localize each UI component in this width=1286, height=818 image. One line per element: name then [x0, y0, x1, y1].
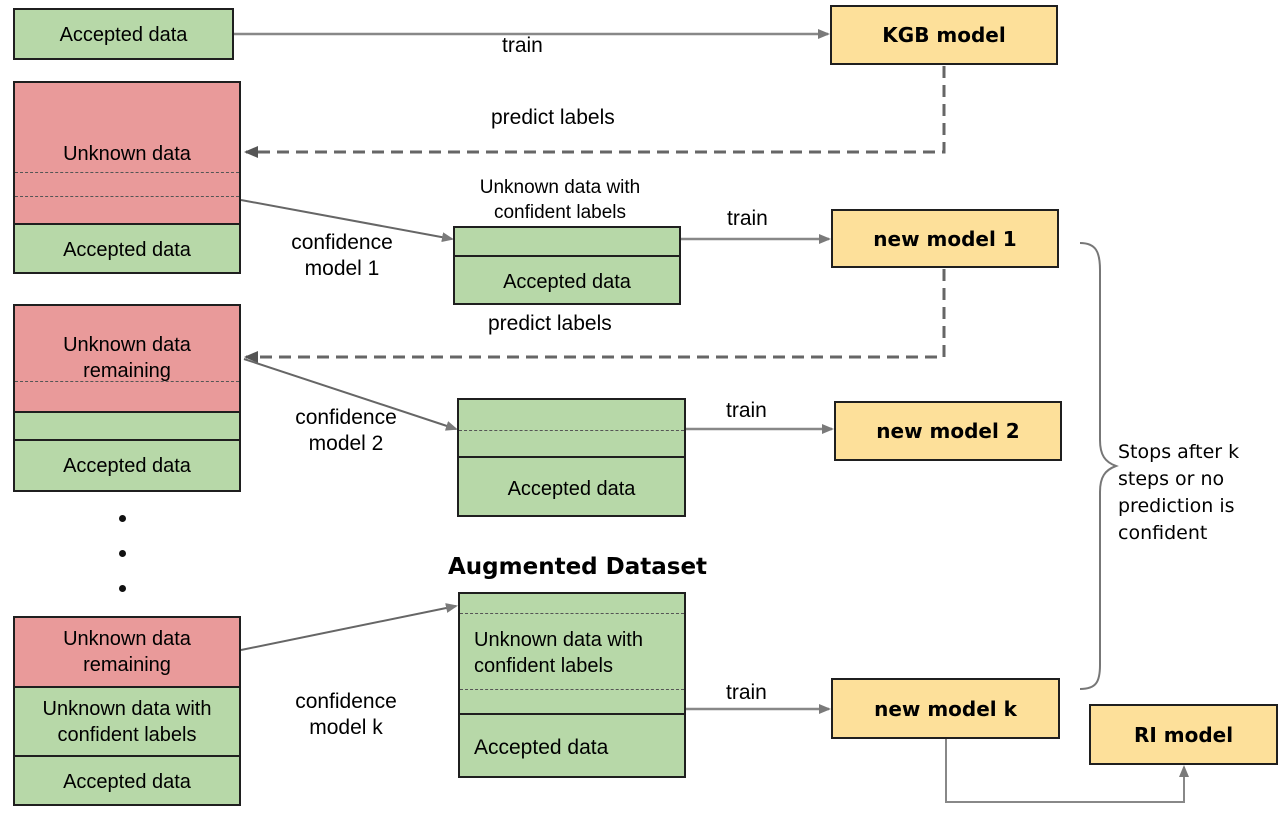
accepted-data-top: Accepted data — [13, 8, 234, 60]
ellipsis-dot — [119, 585, 126, 592]
unknown-data-stack-2: Unknown data remaining Accepted data — [13, 304, 241, 492]
training-set-2: Accepted data — [457, 398, 686, 517]
dashed-divider — [459, 430, 684, 431]
kgb-model: KGB model — [830, 5, 1058, 65]
arrow-confidence-1 — [240, 199, 454, 243]
accepted-data-k-label: Accepted data — [63, 771, 191, 793]
new-model-1-label: new model 1 — [873, 226, 1017, 251]
confident-labels-caption: Unknown data with confident labels — [479, 177, 641, 223]
edge-label-train-1: train — [727, 207, 768, 230]
accepted-data-top-label: Accepted data — [59, 24, 188, 46]
stop-condition-note: Stops after k steps or no prediction is … — [1118, 441, 1240, 544]
unknown-data-stack-k: Unknown data remaining Unknown data with… — [13, 616, 241, 806]
accepted-data-1-label: Accepted data — [63, 239, 191, 261]
edge-label-train-k: train — [726, 681, 767, 704]
edge-label-predict-1: predict labels — [491, 106, 615, 129]
training-set-1: Accepted data — [453, 226, 681, 305]
arrow-to-ri-model — [945, 739, 1189, 803]
new-model-2-label: new model 2 — [876, 419, 1020, 443]
arrow-predict-labels-1 — [244, 66, 946, 158]
edge-label-confidence-2: confidence model 2 — [295, 406, 397, 455]
accepted-data-2: Accepted data — [15, 439, 239, 490]
new-model-1: new model 1 — [831, 209, 1059, 268]
ri-model: RI model — [1089, 704, 1278, 765]
edge-label-train-top: train — [502, 34, 543, 57]
edge-label-predict-2: predict labels — [488, 312, 612, 335]
accepted-data-mid-1-label: Accepted data — [503, 271, 631, 293]
accepted-data-k: Accepted data — [15, 755, 239, 804]
unknown-data-k-label: Unknown data remaining — [63, 628, 191, 676]
dashed-divider — [15, 381, 239, 382]
confident-segment-2 — [15, 411, 239, 439]
arrow-predict-labels-2 — [244, 269, 946, 363]
unknown-data-2-label: Unknown data remaining — [63, 334, 191, 382]
arrow-confidence-2 — [243, 358, 458, 431]
ri-model-label: RI model — [1133, 722, 1234, 747]
accepted-data-mid-2-label: Accepted data — [507, 478, 636, 500]
aug-accepted: Accepted data — [460, 713, 684, 776]
dashed-divider — [460, 689, 684, 690]
augmented-dataset-title: Augmented Dataset — [448, 554, 708, 580]
ellipsis-dot — [119, 515, 126, 522]
aug-unknown-label: Unknown data with confident labels — [474, 629, 643, 677]
dashed-divider — [15, 172, 239, 173]
edge-label-train-2: train — [726, 399, 767, 422]
new-model-2: new model 2 — [834, 401, 1062, 461]
new-model-k: new model k — [831, 678, 1060, 739]
edge-label-confidence-k: confidence model k — [295, 690, 397, 739]
arrow-confidence-k — [240, 603, 458, 651]
accepted-data-mid-2: Accepted data — [459, 456, 684, 515]
augmented-dataset: Unknown data with confident labels Accep… — [458, 592, 686, 778]
unknown-confident-k: Unknown data with confident labels — [15, 686, 239, 755]
ellipsis-dot — [119, 550, 126, 557]
edge-label-confidence-1: confidence model 1 — [291, 231, 393, 280]
accepted-data-2-label: Accepted data — [63, 455, 191, 477]
dashed-divider — [15, 196, 239, 197]
dashed-divider — [460, 613, 684, 614]
kgb-model-label: KGB model — [882, 23, 1006, 47]
unknown-data-stack-1: Unknown data Accepted data — [13, 81, 241, 274]
unknown-confident-k-label: Unknown data with confident labels — [42, 698, 212, 746]
brace — [1079, 242, 1119, 690]
accepted-data-1: Accepted data — [15, 223, 239, 272]
accepted-data-mid-1: Accepted data — [455, 255, 679, 303]
aug-accepted-label: Accepted data — [474, 736, 609, 759]
unknown-data-1-label: Unknown data — [63, 143, 191, 165]
new-model-k-label: new model k — [874, 696, 1017, 721]
